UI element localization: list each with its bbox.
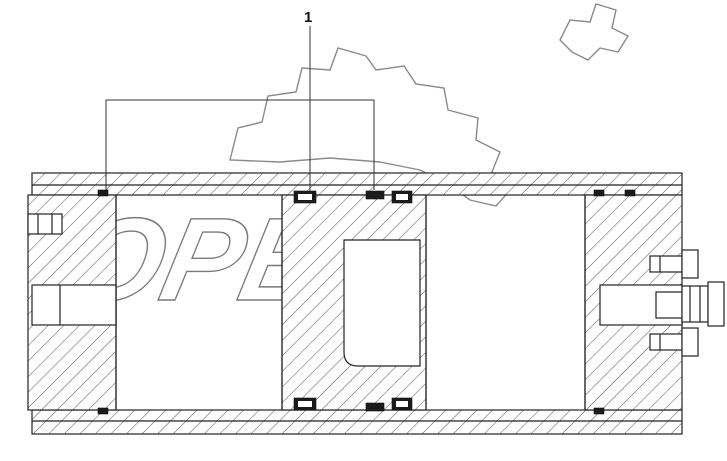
callout-label-1: 1 [304, 9, 312, 26]
cylinder-tube [31, 172, 683, 435]
adjustment-screw [655, 281, 725, 327]
callout-leader [105, 26, 375, 193]
piston [281, 194, 427, 411]
piston-seal [97, 189, 636, 415]
front-end-cap [584, 194, 725, 411]
rear-end-cap [27, 194, 117, 411]
tie-bolt [649, 327, 699, 357]
tie-bolt [27, 213, 63, 235]
tie-bolt [649, 249, 699, 279]
